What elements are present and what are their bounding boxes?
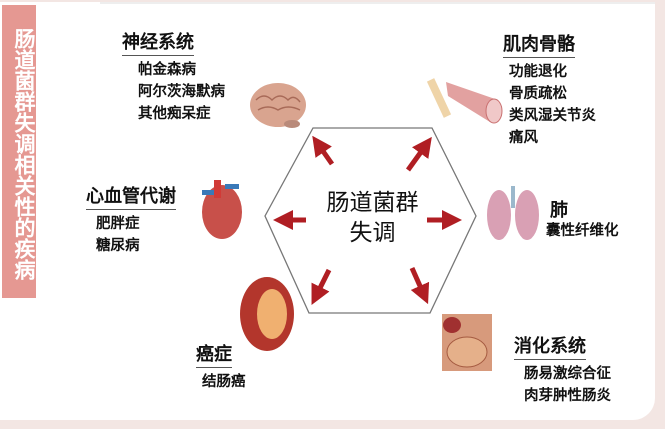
group-digestive: 消化系统 肠易激综合征 肉芽肿性肠炎 xyxy=(514,332,611,407)
list-item: 肉芽肿性肠炎 xyxy=(524,388,611,404)
center-label: 肠道菌群 失调 xyxy=(310,188,435,248)
heart-icon xyxy=(202,180,242,239)
group-cancer: 癌症 结肠癌 xyxy=(196,340,246,393)
list-item: 阿尔茨海默病 xyxy=(138,84,225,100)
hexagon xyxy=(264,127,477,314)
brain-icon xyxy=(250,83,306,128)
group-title: 肺 xyxy=(550,200,568,221)
lungs-icon xyxy=(487,186,539,240)
group-lung: 肺 囊性纤维化 xyxy=(546,196,619,242)
center-label-line2: 失调 xyxy=(349,220,396,246)
arrow-to-musculoskeletal xyxy=(405,136,432,172)
sidebar-title: 肠道菌群失调相关性的疾病 xyxy=(2,5,36,298)
center-label-line1: 肠道菌群 xyxy=(326,190,419,216)
list-item: 囊性纤维化 xyxy=(546,223,619,239)
list-item: 肥胖症 xyxy=(96,216,140,232)
group-cardio: 心血管代谢 肥胖症 糖尿病 xyxy=(86,182,176,257)
list-item: 糖尿病 xyxy=(96,238,140,254)
divider xyxy=(100,2,655,4)
group-title: 心血管代谢 xyxy=(86,182,176,210)
group-musculoskeletal: 肌肉骨骼 功能退化 骨质疏松 类风湿关节炎 痛风 xyxy=(503,30,596,149)
colon-tumor-icon xyxy=(240,277,294,351)
group-title: 消化系统 xyxy=(514,332,586,360)
group-nervous: 神经系统 帕金森病 阿尔茨海默病 其他痴呆症 xyxy=(122,28,225,125)
list-item: 痛风 xyxy=(509,130,538,146)
list-item: 功能退化 xyxy=(509,64,567,80)
muscle-icon xyxy=(426,78,503,124)
group-title: 肌肉骨骼 xyxy=(503,30,575,58)
list-item: 其他痴呆症 xyxy=(138,106,211,122)
arrow-to-nervous xyxy=(312,135,335,166)
arrow-to-cancer xyxy=(311,268,332,305)
arrow-to-digestive xyxy=(409,266,430,305)
intestine-icon xyxy=(442,314,492,371)
list-item: 结肠癌 xyxy=(202,374,246,390)
list-item: 骨质疏松 xyxy=(509,86,567,102)
list-item: 肠易激综合征 xyxy=(524,366,611,382)
group-title: 神经系统 xyxy=(122,28,194,56)
list-item: 类风湿关节炎 xyxy=(509,108,596,124)
group-title: 癌症 xyxy=(196,340,232,368)
list-item: 帕金森病 xyxy=(138,62,196,78)
